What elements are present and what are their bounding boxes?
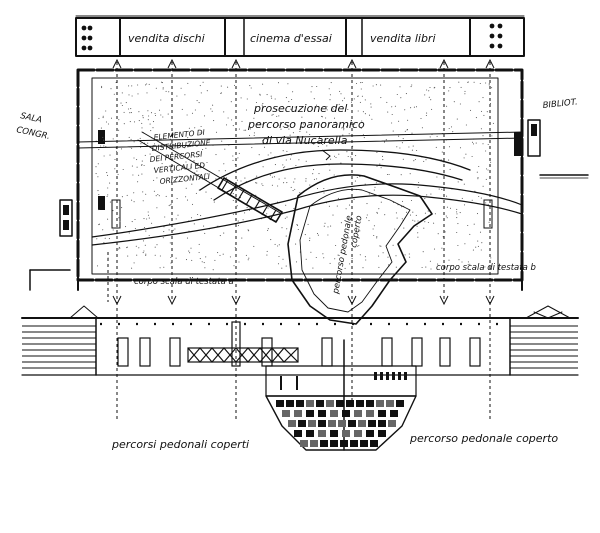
label-percorsi-left: percorsi pedonali coperti bbox=[111, 438, 249, 451]
elevation-section bbox=[21, 305, 579, 451]
label-sala: SALA bbox=[19, 111, 43, 125]
label-prosecuzione-1: prosecuzione del bbox=[253, 102, 347, 115]
label-elemento-5: ORIZZONTALI bbox=[159, 172, 211, 186]
label-scala-b: corpo scala di testata b bbox=[436, 263, 536, 273]
arrowheads bbox=[112, 58, 495, 306]
panoramic-path bbox=[77, 131, 523, 246]
label-percorso-right: percorso pedonale coperto bbox=[409, 432, 558, 445]
right-stair-marks bbox=[489, 23, 503, 49]
label-prosecuzione-3: di via Nucarella bbox=[262, 134, 348, 147]
section-center-building bbox=[265, 339, 417, 451]
left-stair-marks bbox=[81, 25, 93, 51]
section-dashed-lines bbox=[107, 62, 491, 420]
bibliot-wall bbox=[527, 119, 541, 157]
stipple-texture bbox=[95, 81, 494, 271]
label-vendita-dischi: vendita dischi bbox=[128, 32, 205, 45]
label-congr: CONGR. bbox=[15, 125, 51, 142]
label-vendita-libri: vendita libri bbox=[370, 32, 436, 45]
diagonal-stair-element bbox=[137, 131, 283, 223]
label-cinema: cinema d'essai bbox=[250, 32, 332, 45]
label-scala-a: corpo scala di testata a bbox=[134, 277, 234, 287]
foundation-stones bbox=[276, 400, 404, 447]
central-pavilion bbox=[287, 174, 433, 325]
label-coperto-1: percorso pedonale bbox=[331, 215, 355, 296]
shop-row: vendita dischi cinema d'essai vendita li… bbox=[75, 15, 525, 57]
plan-frame bbox=[29, 68, 589, 291]
sala-congr-wall bbox=[59, 199, 73, 237]
label-bibliot: BIBLIOT. bbox=[542, 97, 578, 111]
label-prosecuzione-2: percorso panoramico bbox=[247, 118, 365, 131]
section-truss bbox=[187, 347, 299, 363]
